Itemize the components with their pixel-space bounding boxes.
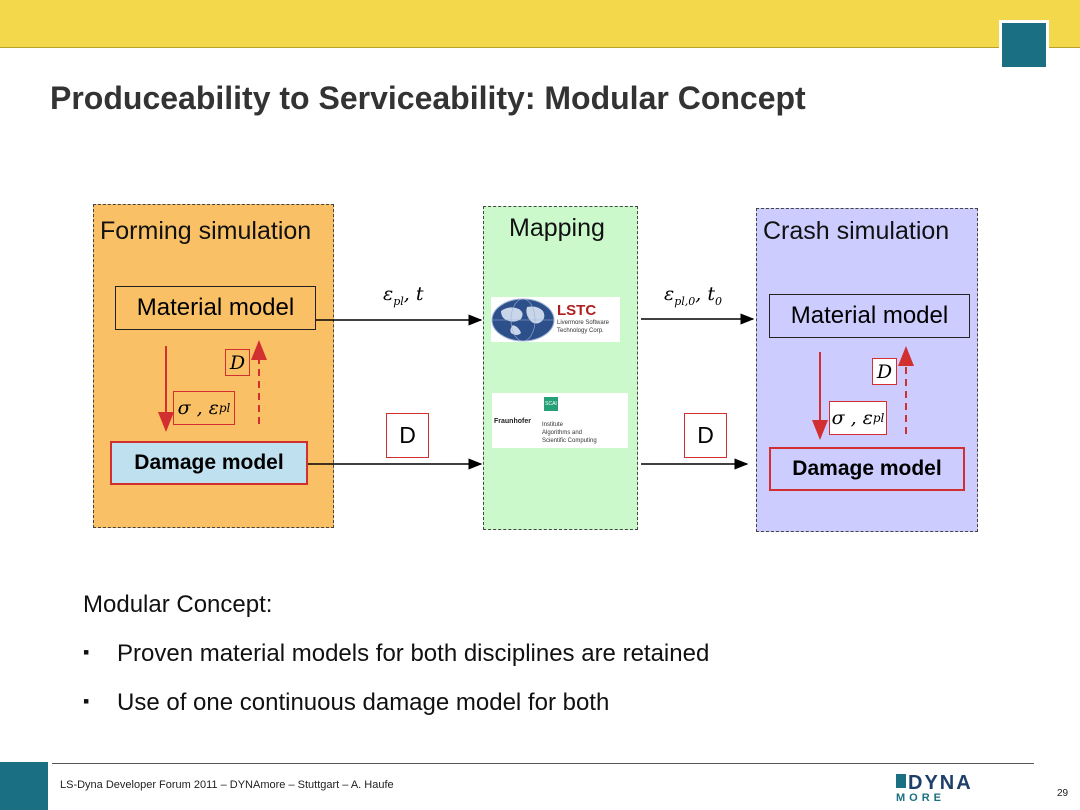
lstc-logo-line2: Technology Corp. xyxy=(557,328,604,334)
page-number: 29 xyxy=(1057,788,1069,799)
corner-logo-square xyxy=(999,20,1049,70)
bullet-item-2: Use of one continuous damage model for b… xyxy=(117,689,610,716)
mapping-panel xyxy=(483,206,638,530)
dynamore-logo-mark xyxy=(896,774,906,788)
forming-material-model-box: Material model xyxy=(115,286,316,330)
arrow-in-d-box: D xyxy=(386,413,429,458)
modular-concept-heading: Modular Concept: xyxy=(83,591,273,618)
arrow-label-eps0-t0: εpl,0, t0 xyxy=(664,283,722,308)
crash-damage-model-box: Damage model xyxy=(769,447,965,491)
arrow-label-eps-t: εpl, t xyxy=(383,283,424,308)
footer-accent-square xyxy=(0,762,48,810)
lstc-logo: LSTC Livermore Software Technology Corp. xyxy=(491,297,620,342)
mapping-panel-title: Mapping xyxy=(509,214,605,242)
fraunhofer-line2: Algorithms and xyxy=(542,430,583,436)
forming-d-label: D xyxy=(225,349,250,376)
fraunhofer-logo: SCAI Fraunhofer Institute Algorithms and… xyxy=(492,393,628,448)
fraunhofer-line1: Institute xyxy=(542,422,564,428)
square-bullet-icon: ▪ xyxy=(83,642,90,662)
header-bar xyxy=(0,0,1080,48)
dynamore-logo: DYNA MORE xyxy=(896,772,1028,804)
arrow-out-d-box: D xyxy=(684,413,727,458)
lstc-logo-name: LSTC xyxy=(557,302,597,319)
lstc-logo-line1: Livermore Software xyxy=(557,320,610,326)
scai-tag: SCAI xyxy=(544,397,558,411)
dynamore-logo-top: DYNA xyxy=(908,772,973,794)
fraunhofer-name: Fraunhofer xyxy=(494,418,531,425)
square-bullet-icon: ▪ xyxy=(83,691,90,711)
fraunhofer-line3: Scientific Computing xyxy=(542,438,597,444)
globe-icon xyxy=(491,298,555,342)
slide-title: Produceability to Serviceability: Modula… xyxy=(50,80,806,116)
forming-panel-title: Forming simulation xyxy=(100,217,312,245)
footer-divider xyxy=(52,763,1034,764)
crash-panel-title: Crash simulation xyxy=(763,217,950,245)
footer-text: LS-Dyna Developer Forum 2011 – DYNAmore … xyxy=(60,779,394,791)
crash-material-model-box: Material model xyxy=(769,294,970,338)
dynamore-logo-bottom: MORE xyxy=(896,792,945,804)
forming-damage-model-box: Damage model xyxy=(110,441,308,485)
crash-d-label: D xyxy=(872,358,897,385)
bullet-item-1: Proven material models for both discipli… xyxy=(117,640,710,667)
